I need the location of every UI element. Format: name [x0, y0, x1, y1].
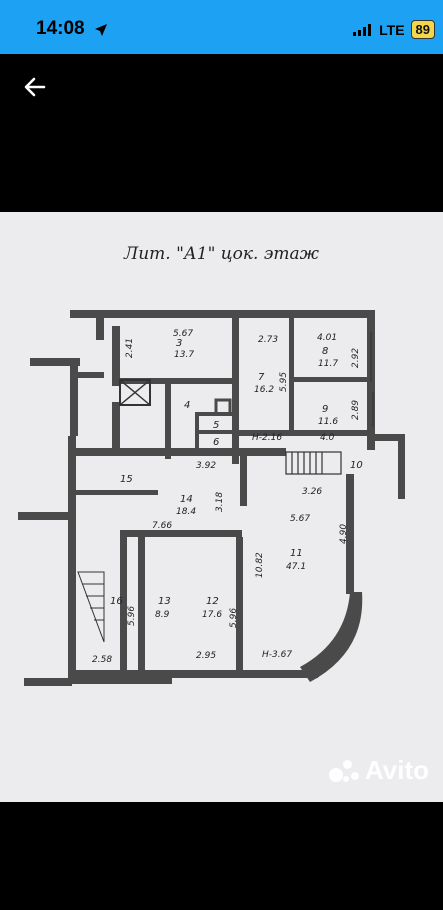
label-r11-area: 47.1 — [286, 562, 306, 572]
label-r13-area: 8.9 — [155, 610, 170, 620]
label-r3-num: 3 — [176, 338, 182, 349]
floor-plan-photo[interactable]: Лит. "А1" цок. этаж — [0, 212, 443, 802]
status-indicators: LTE 89 — [353, 20, 435, 39]
location-arrow-icon — [95, 24, 107, 36]
label-r8-area: 11.7 — [318, 359, 338, 369]
label-r8-num: 8 — [322, 346, 328, 357]
battery-level: 89 — [410, 20, 435, 39]
label-d318: 3.18 — [215, 492, 225, 512]
label-r14-area: 18.4 — [176, 507, 196, 517]
label-r10: 10 — [350, 460, 363, 471]
avito-watermark: Avito — [328, 755, 429, 786]
label-r8-top: 4.01 — [317, 333, 337, 343]
label-h216: H-2.16 — [252, 433, 282, 443]
label-r9-area: 11.6 — [318, 417, 338, 427]
label-r7-top: 2.73 — [258, 335, 278, 345]
avito-logo-icon — [328, 758, 361, 784]
label-r8-side: 2.92 — [351, 348, 361, 368]
label-r3-area: 13.7 — [174, 350, 194, 360]
label-r5: 5 — [213, 420, 219, 431]
label-r7-side: 5.95 — [279, 372, 289, 392]
label-d1082: 10.82 — [255, 552, 265, 578]
network-type: LTE — [379, 21, 405, 38]
label-r12-num: 12 — [206, 596, 219, 607]
plan-title: Лит. "А1" цок. этаж — [124, 244, 319, 264]
label-d766: 7.66 — [152, 521, 172, 531]
label-r4: 4 — [184, 400, 190, 411]
label-r15: 15 — [120, 474, 133, 485]
label-d326: 3.26 — [302, 487, 322, 497]
label-d392: 3.92 — [196, 461, 216, 471]
label-h367: H-3.67 — [262, 650, 292, 660]
label-d490: 4.90 — [339, 524, 349, 544]
label-r9-bot: 4.0 — [320, 433, 335, 443]
label-r7-num: 7 — [258, 372, 265, 383]
label-d258: 2.58 — [92, 655, 112, 665]
signal-bars-icon — [353, 23, 372, 36]
label-r16: 16 — [110, 596, 123, 607]
label-r12-area: 17.6 — [202, 610, 222, 620]
label-d567: 5.67 — [290, 514, 310, 524]
label-r3-side: 2.41 — [125, 338, 135, 358]
label-r3-len: 5.67 — [173, 329, 193, 339]
label-d295: 2.95 — [196, 651, 216, 661]
floor-plan-drawing: 5.67 3 13.7 2.41 2.73 7 16.2 5.95 4.01 8… — [18, 310, 405, 686]
back-arrow-icon[interactable] — [20, 72, 50, 102]
label-r9-side: 2.89 — [351, 400, 361, 420]
status-bar: 14:08 LTE 89 — [0, 0, 443, 54]
status-time: 14:08 — [36, 18, 85, 39]
label-r6: 6 — [213, 437, 219, 448]
label-r11-num: 11 — [290, 548, 303, 559]
label-r9-num: 9 — [322, 404, 328, 415]
label-d596b: 5.96 — [229, 608, 239, 628]
avito-text: Avito — [364, 755, 429, 785]
label-r14-num: 14 — [180, 494, 193, 505]
label-r13-num: 13 — [158, 596, 171, 607]
label-r7-area: 16.2 — [254, 385, 274, 395]
label-d596a: 5.96 — [127, 606, 137, 626]
